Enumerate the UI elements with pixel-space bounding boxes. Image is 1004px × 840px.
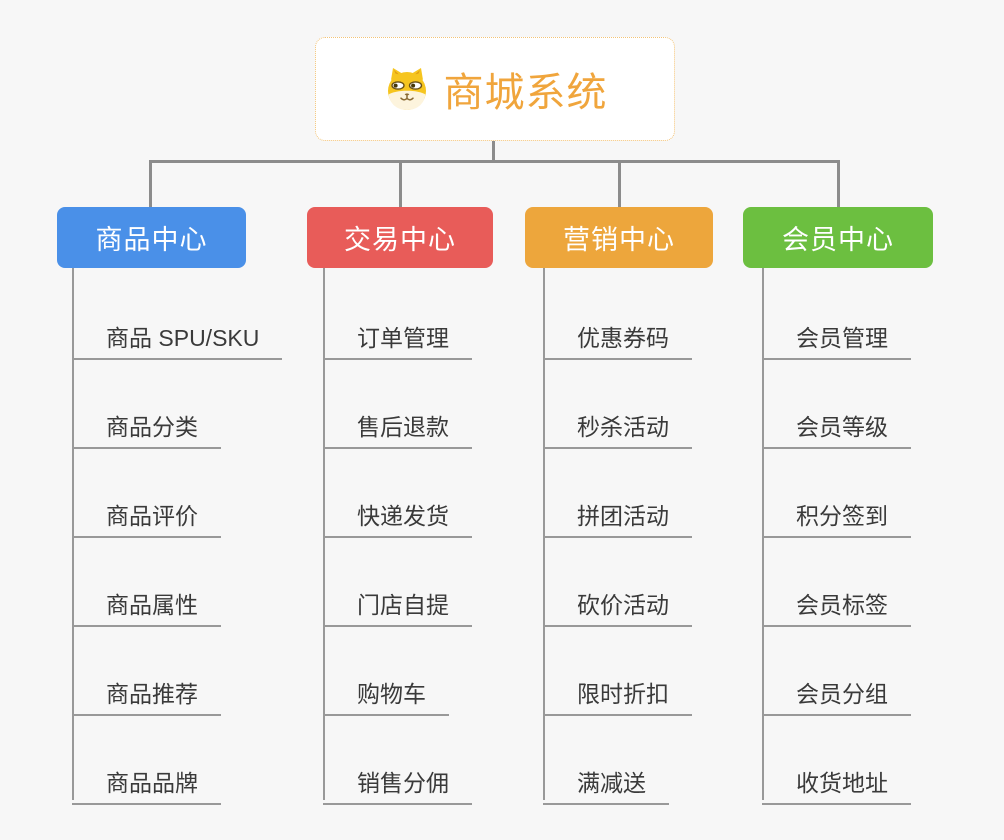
leaf-node[interactable]: 优惠券码	[543, 309, 692, 360]
dog-face-icon	[383, 65, 431, 113]
branch-label: 会员中心	[782, 225, 894, 255]
leaf-node[interactable]: 快递发货	[323, 487, 472, 538]
leaf-node[interactable]: 拼团活动	[543, 487, 692, 538]
leaf-node[interactable]: 商品评价	[72, 487, 221, 538]
leaf-node[interactable]: 砍价活动	[543, 576, 692, 627]
leaf-node[interactable]: 商品推荐	[72, 665, 221, 716]
root-node-mall-system[interactable]: 商城系统	[315, 37, 675, 141]
connector-drop-product	[149, 160, 152, 208]
leaf-node[interactable]: 售后退款	[323, 398, 472, 449]
leaf-node[interactable]: 会员分组	[762, 665, 911, 716]
leaf-node[interactable]: 商品品牌	[72, 754, 221, 805]
leaf-node[interactable]: 门店自提	[323, 576, 472, 627]
branch-children-product: 商品 SPU/SKU 商品分类 商品评价 商品属性 商品推荐 商品品牌	[72, 268, 312, 805]
connector-horizontal	[149, 160, 839, 163]
root-title: 商城系统	[443, 71, 608, 115]
branch-label: 营销中心	[563, 225, 675, 255]
column-line	[323, 268, 325, 800]
connector-root-drop	[492, 141, 495, 161]
branch-label: 交易中心	[344, 225, 456, 255]
branch-children-trade: 订单管理 售后退款 快递发货 门店自提 购物车 销售分佣	[323, 268, 563, 805]
branch-node-member-center[interactable]: 会员中心	[743, 207, 933, 268]
leaf-node[interactable]: 限时折扣	[543, 665, 692, 716]
connector-drop-trade	[399, 160, 402, 208]
leaf-node[interactable]: 会员等级	[762, 398, 911, 449]
leaf-node[interactable]: 商品分类	[72, 398, 221, 449]
leaf-node[interactable]: 销售分佣	[323, 754, 472, 805]
column-line	[762, 268, 764, 800]
leaf-node[interactable]: 商品 SPU/SKU	[72, 309, 283, 360]
branch-label: 商品中心	[95, 225, 208, 255]
leaf-node[interactable]: 满减送	[543, 754, 669, 805]
leaf-node[interactable]: 收货地址	[762, 754, 911, 805]
leaf-node[interactable]: 订单管理	[323, 309, 472, 360]
branch-node-product-center[interactable]: 商品中心	[57, 207, 246, 268]
branch-node-trade-center[interactable]: 交易中心	[307, 207, 493, 268]
column-line	[543, 268, 545, 800]
leaf-node[interactable]: 积分签到	[762, 487, 911, 538]
leaf-node[interactable]: 会员标签	[762, 576, 911, 627]
branch-children-marketing: 优惠券码 秒杀活动 拼团活动 砍价活动 限时折扣 满减送	[543, 268, 783, 805]
connector-drop-member	[837, 160, 840, 208]
leaf-node[interactable]: 购物车	[323, 665, 449, 716]
branch-children-member: 会员管理 会员等级 积分签到 会员标签 会员分组 收货地址	[762, 268, 1002, 805]
leaf-node[interactable]: 秒杀活动	[543, 398, 692, 449]
connector-drop-marketing	[618, 160, 621, 208]
branch-node-marketing-center[interactable]: 营销中心	[525, 207, 713, 268]
leaf-node[interactable]: 会员管理	[762, 309, 911, 360]
column-line	[72, 268, 74, 800]
leaf-node[interactable]: 商品属性	[72, 576, 221, 627]
